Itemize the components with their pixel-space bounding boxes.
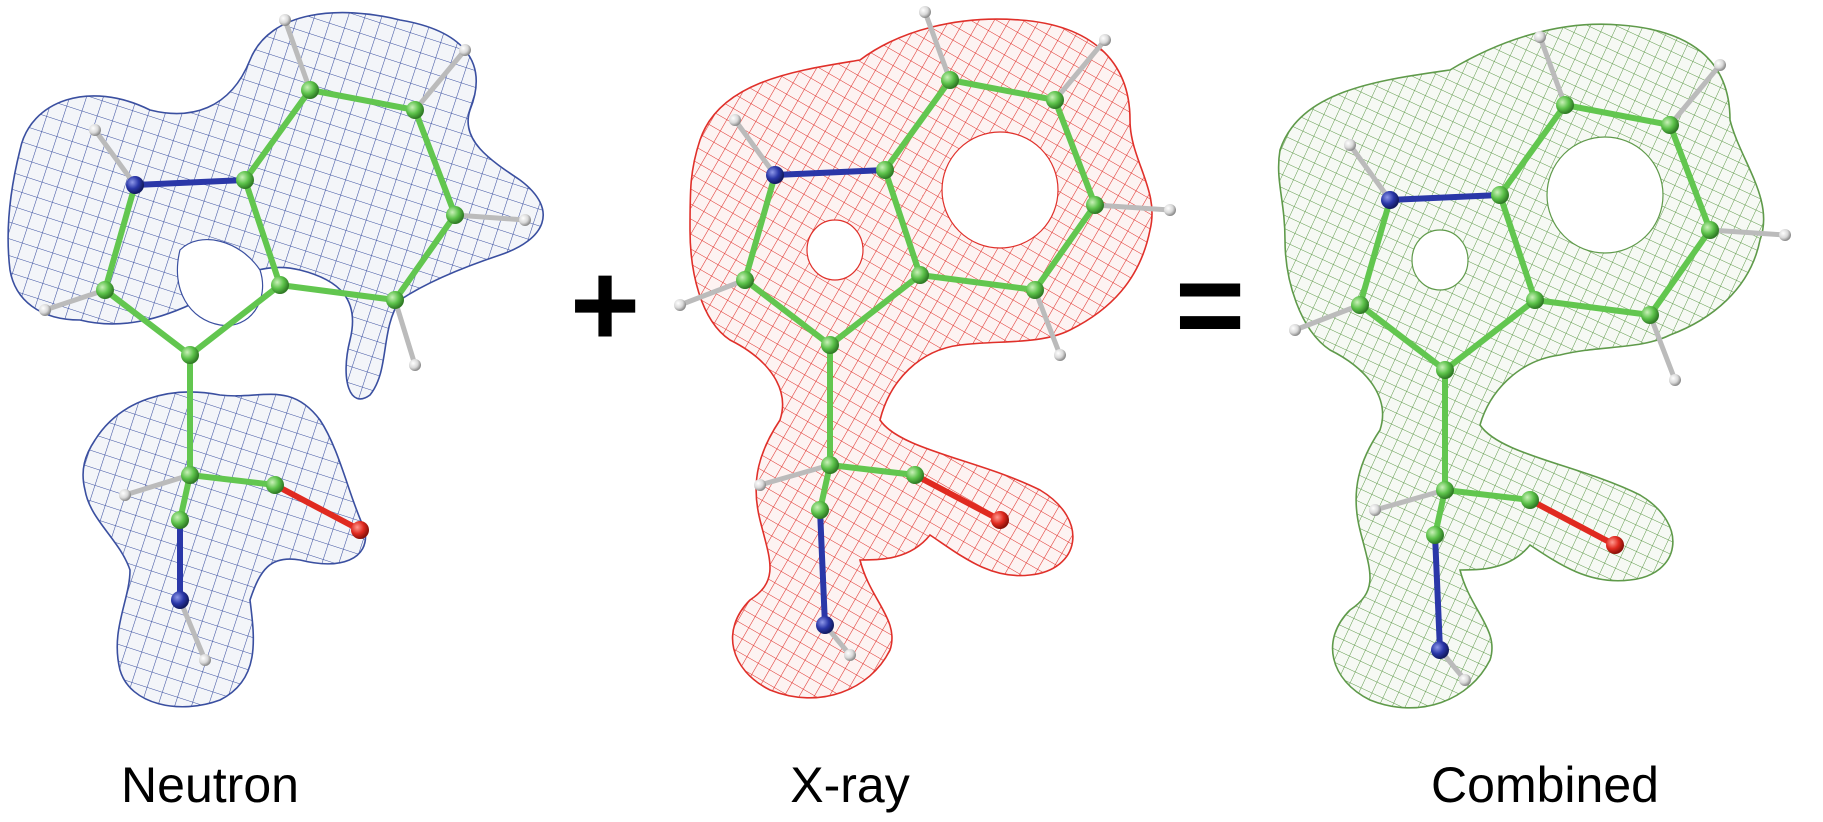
neutron-panel xyxy=(7,11,544,708)
combined-panel xyxy=(1277,23,1791,709)
neutron-molecule xyxy=(42,17,528,663)
xray-label: X-ray xyxy=(790,757,910,813)
plus-sign: + xyxy=(569,238,641,372)
combined-molecule xyxy=(1292,34,1788,683)
xray-panel xyxy=(674,6,1176,699)
equals-sign: = xyxy=(1174,238,1246,372)
combined-label: Combined xyxy=(1431,757,1659,813)
xray-atoms xyxy=(674,6,1176,661)
combined-density-mesh xyxy=(1277,23,1765,709)
xray-molecule xyxy=(677,9,1173,658)
xray-density-mesh xyxy=(689,18,1153,699)
neutron-density-mesh xyxy=(7,11,544,708)
neutron-label: Neutron xyxy=(121,757,299,813)
neutron-atoms xyxy=(39,14,531,666)
combined-atoms xyxy=(1289,31,1791,686)
